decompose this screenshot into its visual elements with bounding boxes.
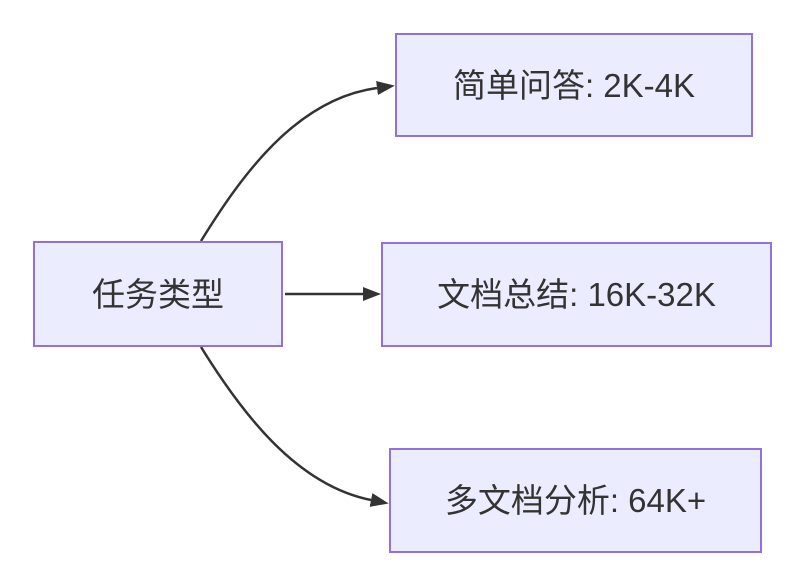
node-multi-doc-analysis: 多文档分析: 64K+ xyxy=(389,448,762,553)
node-doc-summary: 文档总结: 16K-32K xyxy=(381,242,772,347)
edge-task-type-to-multi-doc xyxy=(199,346,389,507)
node-simple-qa: 简单问答: 2K-4K xyxy=(395,33,753,137)
node-task-type: 任务类型 xyxy=(33,241,283,347)
edge-task-type-to-simple-qa xyxy=(199,81,395,242)
